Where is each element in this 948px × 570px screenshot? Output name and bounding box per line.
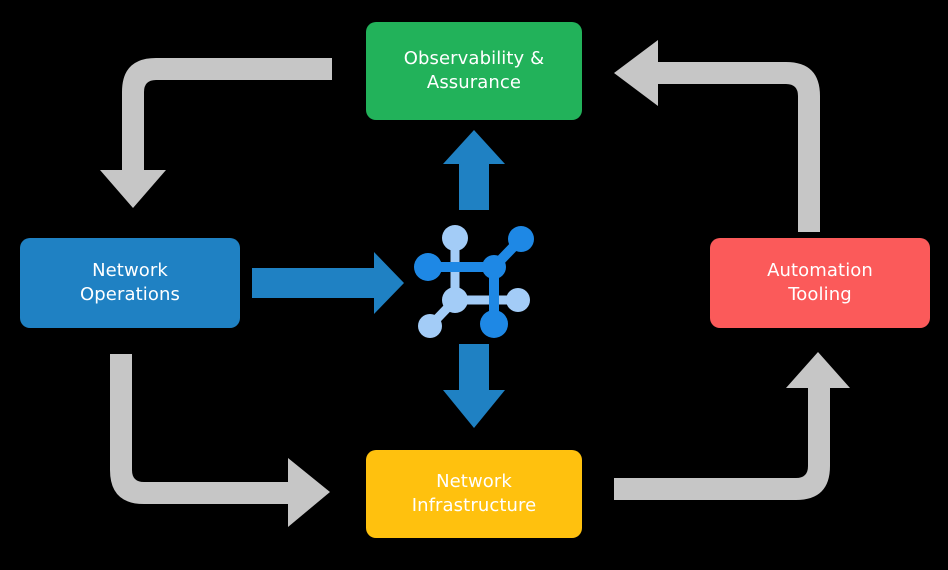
connector-infrastructure-to-observability [614,40,820,232]
node-box-network-operations[interactable]: Network Operations [20,238,240,328]
node-label-automation-tooling: Network Infrastructure [411,471,537,516]
connector-operations-to-automation [110,354,330,527]
node-box-automation-tooling[interactable]: Network Infrastructure [366,450,582,538]
node-box-observability[interactable]: Observability & Assurance [366,22,582,120]
connector-observability-to-operations [100,58,332,208]
network-topology-icon [414,225,534,338]
topology-primary-nodes [414,226,534,338]
topology-secondary-nodes [418,225,530,338]
connector-center-to-automation [443,344,505,428]
node-box-network-infrastructure[interactable]: Automation Tooling [710,238,930,328]
node-label-network-infrastructure: Automation Tooling [767,260,873,305]
connector-center-to-observability [443,130,505,210]
node-label-network-operations: Network Operations [80,260,180,305]
connector-automation-to-infrastructure [614,352,850,500]
connector-operations-to-center [252,252,404,314]
node-label-observability: Observability & Assurance [403,48,545,93]
